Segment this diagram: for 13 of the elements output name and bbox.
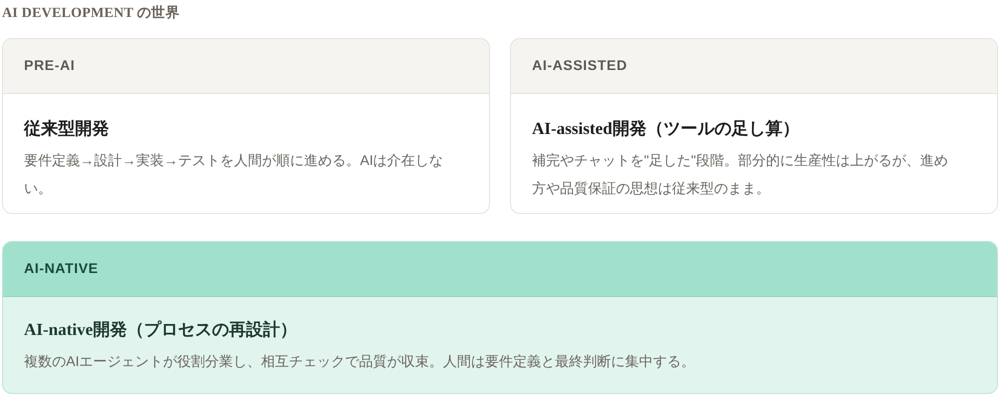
card-header-label: PRE-AI — [24, 57, 76, 73]
card-title: 従来型開発 — [24, 118, 109, 140]
card-description: 複数のAIエージェントが役割分業し、相互チェックで品質が収束。人間は要件定義と最終判断に集中する。 — [24, 352, 696, 371]
card-header-label: AI-ASSISTED — [532, 57, 628, 73]
card-header-label: AI-NATIVE — [24, 260, 98, 276]
card-panel — [2, 241, 998, 394]
card-panel — [510, 38, 998, 214]
card-description: 要件定義→設計→実装→テストを人間が順に進める。AIは介在しない。 — [24, 151, 444, 198]
card-title: AI-assisted開発（ツールの足し算） — [532, 118, 800, 140]
card-panel — [2, 38, 490, 214]
card-title: AI-native開発（プロセスの再設計） — [24, 319, 297, 341]
card-description: 補完やチャットを"足した"段階。部分的に生産性は上がるが、進め方や品質保証の思想は従来型のまま。 — [532, 151, 949, 198]
diagram-title: AI DEVELOPMENT の世界 — [2, 4, 180, 22]
